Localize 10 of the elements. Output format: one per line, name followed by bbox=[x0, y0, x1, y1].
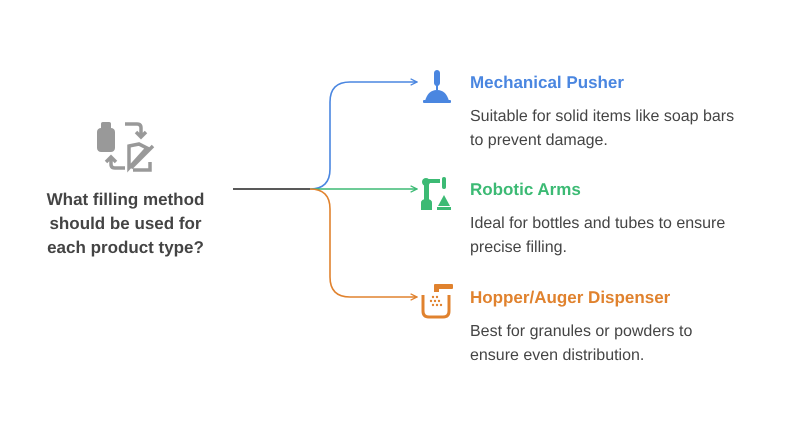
connector-trunk bbox=[233, 188, 310, 190]
arrow bbox=[310, 188, 418, 301]
option-description: Best for granules or powders to ensure even distribution. bbox=[470, 322, 694, 366]
question-text: What filling method should be used for each product type? bbox=[46, 189, 206, 259]
option-title: Robotic Arms bbox=[470, 179, 582, 201]
option-description: Suitable for solid items like soap bars to prevent damage. bbox=[470, 107, 736, 151]
option-title: Hopper/Auger Dispenser bbox=[470, 287, 672, 309]
option-description: Ideal for bottles and tubes to ensure precise filling. bbox=[470, 214, 726, 258]
arrow bbox=[310, 185, 418, 193]
option-title: Mechanical Pusher bbox=[470, 72, 626, 94]
